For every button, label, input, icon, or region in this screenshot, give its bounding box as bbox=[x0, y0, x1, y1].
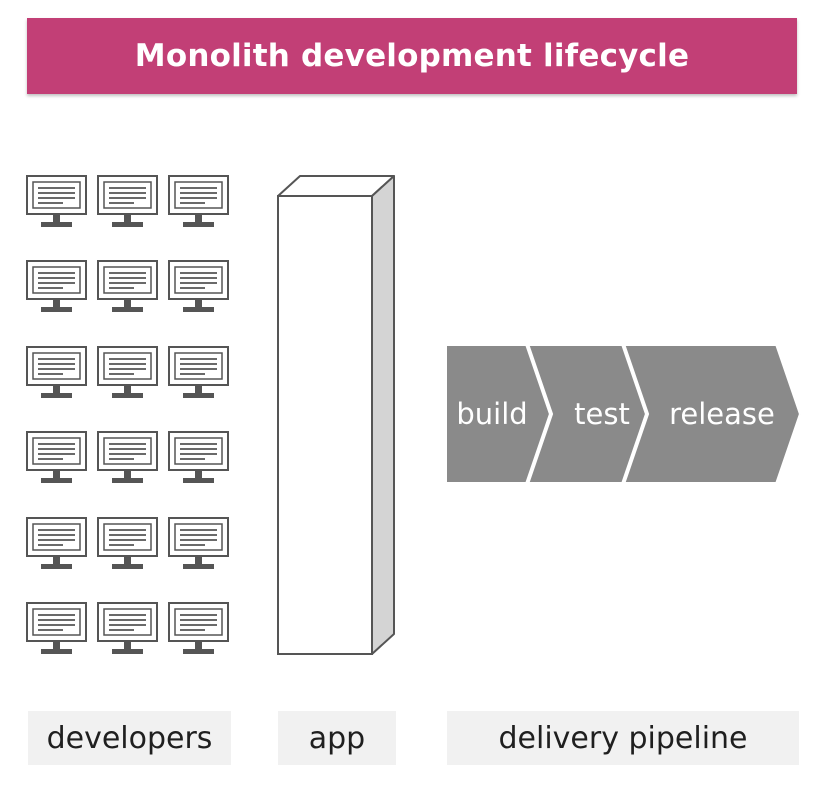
monitor-icon bbox=[26, 260, 87, 313]
monitor-icon bbox=[26, 601, 87, 654]
monitor-icon bbox=[26, 175, 87, 227]
chevron-test bbox=[524, 344, 654, 484]
diagram-title: Monolith development lifecycle bbox=[134, 38, 690, 74]
app-block-side-face bbox=[371, 175, 395, 655]
monitor-icon bbox=[97, 431, 158, 484]
app-monolith-block bbox=[277, 175, 395, 655]
monitor-icon bbox=[168, 175, 229, 227]
monitor-icon bbox=[97, 175, 158, 227]
developers-grid bbox=[25, 170, 240, 661]
monitor-icon bbox=[168, 516, 229, 569]
monitor-icon bbox=[168, 260, 229, 313]
monitor-icon bbox=[168, 345, 229, 398]
app-label: app bbox=[278, 711, 396, 765]
chevron-release bbox=[620, 344, 801, 484]
app-block-front-face bbox=[277, 195, 373, 655]
monitor-icon bbox=[26, 345, 87, 398]
stage-label-test: test bbox=[574, 397, 630, 431]
monitor-icon bbox=[97, 601, 158, 654]
monitor-icon bbox=[97, 345, 158, 398]
delivery-pipeline-chevrons: build test release bbox=[445, 344, 801, 484]
delivery-pipeline-label: delivery pipeline bbox=[447, 711, 799, 765]
monitor-icon bbox=[168, 431, 229, 484]
stage-label-release: release bbox=[669, 397, 775, 431]
monitor-icon bbox=[168, 601, 229, 654]
developers-label: developers bbox=[28, 711, 231, 765]
monitor-icon bbox=[97, 516, 158, 569]
monitor-icon bbox=[97, 260, 158, 313]
monitor-icon bbox=[26, 431, 87, 484]
stage-label-build: build bbox=[456, 397, 527, 431]
monitor-icon bbox=[26, 516, 87, 569]
title-banner: Monolith development lifecycle bbox=[27, 18, 797, 94]
